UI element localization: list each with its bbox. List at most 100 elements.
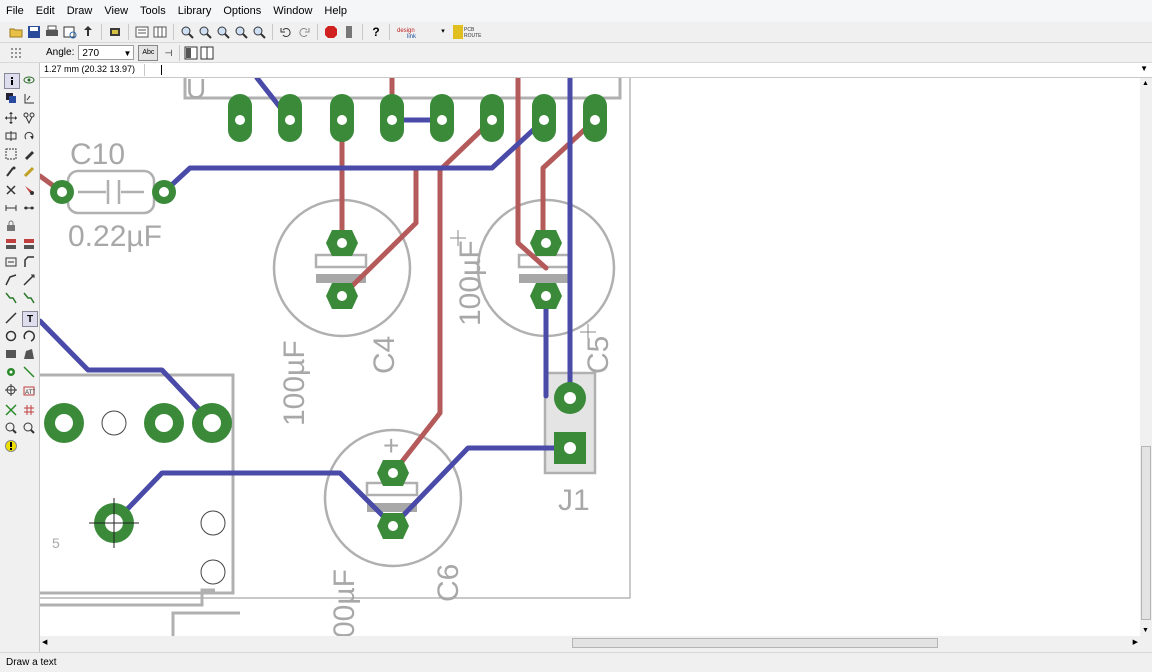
help-icon[interactable]: ? — [372, 25, 380, 39]
board-layout[interactable]: C10 0.22µF C4 100µF C5 100µF C6 00µF J1 … — [40, 78, 1140, 636]
connector-pads — [44, 403, 232, 585]
info-icon[interactable] — [4, 73, 20, 89]
text-tool-icon[interactable]: T — [22, 311, 38, 327]
grid-icon[interactable] — [8, 45, 24, 61]
scroll-left-icon[interactable]: ◀ — [42, 639, 48, 646]
zoom-in-icon[interactable] — [179, 24, 195, 40]
split-icon[interactable] — [4, 201, 18, 215]
add-icon[interactable] — [22, 183, 36, 197]
move-icon[interactable] — [4, 111, 18, 125]
rotate-icon[interactable] — [22, 129, 36, 143]
menu-edit[interactable]: Edit — [35, 5, 55, 17]
silkscreen-labels: C10 0.22µF C4 100µF C5 100µF C6 00µF J1 … — [52, 78, 615, 636]
menu-options[interactable]: Options — [223, 5, 262, 17]
menu-bar: File Edit Draw View Tools Library Option… — [0, 0, 1152, 23]
svg-text:ROUTE: ROUTE — [464, 33, 482, 39]
ic-ref-label: U — [186, 78, 206, 104]
rectangle-icon[interactable] — [4, 347, 18, 361]
menu-window[interactable]: Window — [273, 5, 313, 17]
paste-icon[interactable] — [4, 165, 18, 179]
copy-icon[interactable] — [22, 111, 36, 125]
zoom-all-icon[interactable] — [251, 24, 267, 40]
chevron-down-icon[interactable]: ▾ — [441, 28, 445, 35]
route-optimize-icon[interactable] — [22, 237, 36, 251]
group-icon[interactable] — [4, 147, 18, 161]
menu-draw[interactable]: Draw — [66, 5, 93, 17]
route-icon[interactable] — [4, 291, 18, 305]
scroll-up-icon[interactable]: ▲ — [1142, 80, 1149, 87]
signal-icon[interactable] — [22, 365, 36, 379]
horizontal-scroll-thumb[interactable] — [572, 638, 938, 648]
c5-symbol — [519, 274, 569, 283]
angle-select[interactable]: 270 ▼ — [78, 45, 135, 60]
optimize-icon[interactable] — [4, 237, 18, 251]
scroll-right-icon[interactable]: ▶ — [1132, 639, 1138, 646]
undo-icon[interactable] — [278, 24, 294, 40]
wire-icon[interactable] — [22, 273, 36, 287]
delete-icon[interactable] — [4, 183, 18, 197]
menu-view[interactable]: View — [104, 5, 129, 17]
save-icon[interactable] — [26, 24, 42, 40]
change-icon[interactable] — [22, 147, 36, 161]
export-icon[interactable] — [80, 24, 96, 40]
attribute-icon[interactable]: ATT — [22, 383, 36, 397]
display-icon[interactable] — [4, 91, 18, 105]
warning-icon[interactable] — [4, 439, 18, 453]
errors-icon[interactable] — [22, 421, 36, 435]
capacitor-pads — [326, 230, 562, 539]
mirror-text-icon[interactable]: ⊣ — [164, 47, 173, 58]
ratsnest-icon[interactable] — [4, 403, 18, 417]
measure-icon[interactable] — [22, 201, 36, 215]
layer-left-icon[interactable] — [183, 45, 199, 61]
vertical-scroll-thumb[interactable] — [1141, 446, 1151, 620]
connector-outline — [40, 373, 235, 595]
command-input[interactable] — [158, 64, 1138, 76]
mark-icon[interactable] — [22, 91, 36, 105]
replace-icon[interactable] — [4, 255, 18, 269]
toolbar-separator — [317, 24, 318, 40]
ic-outline — [183, 78, 622, 100]
miter-icon[interactable] — [22, 255, 36, 269]
zoom-out-icon[interactable] — [197, 24, 213, 40]
via-icon[interactable] — [4, 365, 18, 379]
stop-icon[interactable] — [323, 24, 339, 40]
lock-icon[interactable] — [4, 219, 18, 233]
open-icon[interactable] — [8, 24, 24, 40]
vertical-scrollbar[interactable]: ▲ ▼ — [1140, 78, 1152, 636]
autoroute-icon[interactable] — [22, 403, 36, 417]
show-icon[interactable] — [22, 73, 36, 87]
menu-library[interactable]: Library — [177, 5, 212, 17]
smash-icon[interactable] — [22, 165, 36, 179]
menu-file[interactable]: File — [6, 5, 24, 17]
redo-icon[interactable] — [296, 24, 312, 40]
split-wire-icon[interactable] — [4, 273, 18, 287]
grid-lines-icon[interactable] — [152, 24, 168, 40]
component-icon[interactable] — [107, 24, 123, 40]
drc-check-icon[interactable] — [4, 421, 18, 435]
coordinate-readout: 1.27 mm (20.32 13.97) — [44, 64, 145, 76]
print-preview-icon[interactable] — [62, 24, 78, 40]
circle-icon[interactable] — [4, 329, 18, 343]
arc-icon[interactable] — [22, 329, 36, 343]
text-style-button[interactable]: Abc — [138, 44, 159, 61]
zoom-area-icon[interactable] — [233, 24, 249, 40]
hole-icon[interactable] — [4, 383, 18, 397]
polygon-icon[interactable] — [22, 347, 36, 361]
grid-dots-icon[interactable] — [134, 24, 150, 40]
pcb-canvas[interactable]: C10 0.22µF C4 100µF C5 100µF C6 00µF J1 … — [40, 78, 1140, 636]
print-icon[interactable] — [44, 24, 60, 40]
menu-tools[interactable]: Tools — [140, 5, 166, 17]
chevron-down-icon[interactable]: ▼ — [1140, 64, 1148, 73]
menu-help[interactable]: Help — [324, 5, 348, 17]
drc-icon[interactable] — [341, 24, 357, 40]
layer-right-icon[interactable] — [199, 45, 215, 61]
line-icon[interactable] — [4, 311, 18, 325]
horizontal-scrollbar[interactable]: ◀ ▶ — [40, 636, 1140, 650]
ripup-icon[interactable] — [22, 291, 36, 305]
zoom-fit-icon[interactable] — [215, 24, 231, 40]
c4-symbol — [316, 274, 366, 283]
mirror-icon[interactable] — [4, 129, 18, 143]
scroll-down-icon[interactable]: ▼ — [1142, 627, 1149, 634]
